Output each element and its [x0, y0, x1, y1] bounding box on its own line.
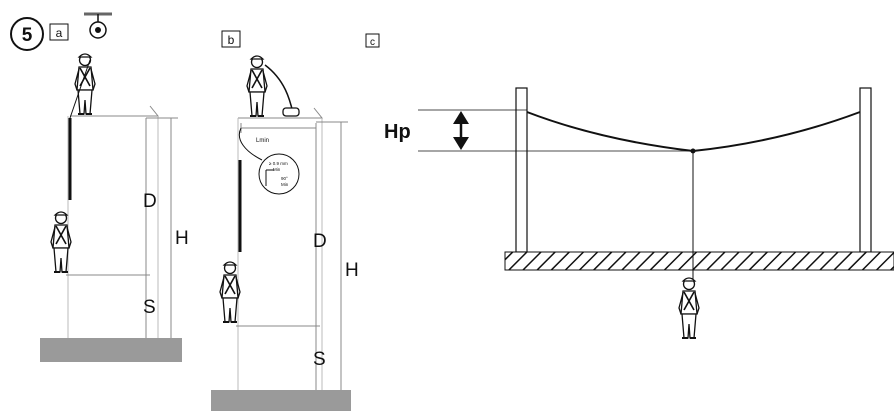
- ground-slab: [40, 338, 182, 362]
- label-d: D: [313, 231, 327, 252]
- panel-c-letter: c: [370, 37, 375, 48]
- panel-b: b Lmin ≥ 0.9 mm Min 90° Min: [211, 30, 359, 411]
- detail-text-4: Min: [281, 182, 289, 187]
- double-arrow-icon: [453, 111, 469, 150]
- ground-slab: [211, 390, 351, 411]
- lanyard: [264, 64, 294, 114]
- panel-b-letter: b: [228, 33, 235, 47]
- label-lmin: Lmin: [256, 138, 269, 144]
- label-d: D: [143, 191, 157, 212]
- panel-b-letter-box: [221, 30, 241, 48]
- detail-text-1: ≥ 0.9 mm: [269, 161, 288, 166]
- hatched-floor-slab: [504, 251, 894, 271]
- label-h: H: [345, 260, 359, 281]
- panel-a-letter: a: [56, 26, 63, 40]
- worker-figure-icon: [678, 277, 700, 339]
- edge-detail-callout: [258, 153, 300, 195]
- horizontal-lifeline: [526, 111, 861, 153]
- label-hp: Hp: [384, 121, 411, 143]
- worker-figure-icon: [246, 55, 268, 117]
- label-s: S: [143, 297, 156, 318]
- self-retracting-lifeline-icon: [282, 107, 300, 117]
- label-h: H: [175, 228, 189, 249]
- panel-c-letter-box: [365, 33, 380, 48]
- label-s: S: [313, 349, 326, 370]
- panel-a-letter-box: [49, 23, 69, 41]
- step-number: 5: [22, 25, 33, 46]
- worker-figure-icon: [219, 261, 241, 323]
- worker-figure-icon: [74, 53, 96, 115]
- step-number-circle: [10, 17, 44, 51]
- detail-text-2: Min: [273, 167, 281, 172]
- right-post: [859, 87, 872, 253]
- left-post: [515, 87, 528, 253]
- self-retracting-lifeline-icon: [89, 14, 107, 39]
- panel-a: 5 a D H S: [10, 12, 189, 362]
- panel-c: c Hp: [365, 33, 894, 339]
- detail-text-3: 90°: [281, 176, 288, 181]
